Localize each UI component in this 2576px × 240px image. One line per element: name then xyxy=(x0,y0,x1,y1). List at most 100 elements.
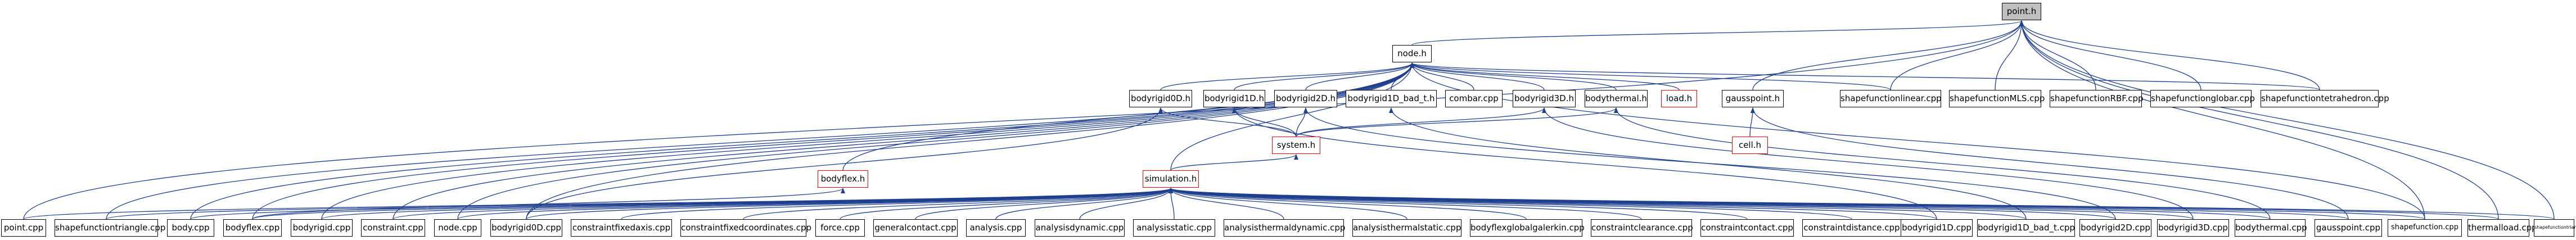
graph-node-bodyrigid3d-cpp[interactable]: bodyrigid3D.cpp xyxy=(2157,219,2229,237)
graph-node-bodyrigid2d-h[interactable]: bodyrigid2D.h xyxy=(1274,90,1337,107)
edge-sf_tetrahedron_cpp-to-root xyxy=(2019,20,2320,90)
graph-node-bodyrigid1d-bad-t-h[interactable]: bodyrigid1D_bad_t.h xyxy=(1346,90,1437,107)
graph-node-bodyrigid3d-h[interactable]: bodyrigid3D.h xyxy=(1513,90,1576,107)
edge-sf_linear_cpp-to-root xyxy=(1890,20,2024,90)
graph-node-cell-h[interactable]: cell.h xyxy=(1732,137,1768,154)
edge-simulation_h-to-system_h xyxy=(1170,154,1298,171)
graph-node-bodythermal-cpp[interactable]: bodythermal.cpp xyxy=(2235,219,2307,237)
graph-node-shapefunctionrbf-cpp[interactable]: shapefunctionRBF.cpp xyxy=(2050,90,2144,107)
edge-system_h-to-bodythermal_h xyxy=(1296,107,1618,137)
graph-node-constraintcontact-cpp[interactable]: constraintcontact.cpp xyxy=(1700,219,1794,237)
edge-bodyflex_cpp-to-node_h xyxy=(252,62,1414,220)
edge-bodythermal_cpp-to-simulation_h xyxy=(1169,188,2271,220)
graph-node-load-h[interactable]: load.h xyxy=(1661,90,1697,107)
graph-node-bodyrigid1d-h[interactable]: bodyrigid1D.h xyxy=(1203,90,1265,107)
graph-node-analysisthermaldynamic-cpp[interactable]: analysisthermaldynamic.cpp xyxy=(1224,219,1345,237)
graph-node-constraintdistance-cpp[interactable]: constraintdistance.cpp xyxy=(1802,219,1901,237)
graph-node-constraintfixedaxis-cpp[interactable]: constraintfixedaxis.cpp xyxy=(571,219,672,237)
edge-analysis_cpp-to-simulation_h xyxy=(995,188,1173,220)
edge-system_h-to-bodyrigid3D_h xyxy=(1296,107,1546,137)
graph-node-analysisstatic-cpp[interactable]: analysisstatic.cpp xyxy=(1133,219,1215,237)
edge-sf_constrianglecst_cpp-to-simulation_h xyxy=(1169,188,2555,220)
edge-bodyrigid1D_h-to-node_h xyxy=(1234,62,1414,90)
edge-analysisstatic_cpp-to-simulation_h xyxy=(1169,188,1175,220)
graph-node-generalcontact-cpp[interactable]: generalcontact.cpp xyxy=(873,219,958,237)
graph-node-shapefunctiontriangle-cpp[interactable]: shapefunctiontriangle.cpp xyxy=(55,219,165,237)
edge-constraint_cpp-to-simulation_h xyxy=(393,188,1173,220)
graph-node-analysisdynamic-cpp[interactable]: analysisdynamic.cpp xyxy=(1035,219,1125,237)
edge-generalcontact_cpp-to-simulation_h xyxy=(915,188,1173,220)
graph-node-node-cpp[interactable]: node.cpp xyxy=(434,219,481,237)
edge-bodyflex_cpp-to-simulation_h xyxy=(252,188,1173,220)
edge-bodythermal_h-to-node_h xyxy=(1410,62,1617,90)
graph-node-point-cpp[interactable]: point.cpp xyxy=(1,219,46,237)
graph-node-constraint-cpp[interactable]: constraint.cpp xyxy=(361,219,425,237)
edge-bodythermal_cpp-to-bodythermal_h xyxy=(1614,107,2271,220)
edge-sf_linear_cpp-to-node_h xyxy=(1410,62,1891,90)
edge-sf_globar_cpp-to-root xyxy=(2019,20,2201,90)
edge-thermalload_cpp-to-root xyxy=(2019,20,2499,220)
graph-node-bodyrigid1d-cpp[interactable]: bodyrigid1D.cpp xyxy=(1901,219,1973,237)
graph-node-shapefunctionlinear-cpp[interactable]: shapefunctionlinear.cpp xyxy=(1840,90,1942,107)
edge-bodyrigid1D_bad_t_cpp-to-simulation_h xyxy=(1169,188,2027,220)
edge-a_thermodyn_cpp-to-simulation_h xyxy=(1169,188,1284,220)
edge-simulation_h-to-node_h xyxy=(1170,62,1414,171)
graph-node-bodyrigid0d-h[interactable]: bodyrigid0D.h xyxy=(1129,90,1192,107)
graph-node-system-h[interactable]: system.h xyxy=(1272,137,1320,154)
edge-bodyrigid3D_cpp-to-bodyrigid3D_h xyxy=(1542,107,2194,220)
edge-c_clearance_cpp-to-simulation_h xyxy=(1169,188,1642,220)
edge-node_h-to-root xyxy=(1411,20,2024,46)
graph-node-bodyrigid0d-cpp[interactable]: bodyrigid0D.cpp xyxy=(490,219,562,237)
graph-node-gausspoint-cpp[interactable]: gausspoint.cpp xyxy=(2315,219,2382,237)
graph-node-constraintfixedcoordinates-cpp[interactable]: constraintfixedcoordinates.cpp xyxy=(680,219,811,237)
graph-node-shapefunctionglobar-cpp[interactable]: shapefunctionglobar.cpp xyxy=(2150,90,2255,107)
graph-node-force-cpp[interactable]: force.cpp xyxy=(815,219,865,237)
edge-bodyrigid0D_h-to-node_h xyxy=(1160,62,1414,90)
graph-node-node-h[interactable]: node.h xyxy=(1392,45,1432,62)
edge-bodyrigid0D_cpp-to-bodyrigid0D_h xyxy=(526,107,1163,220)
edge-cell_h-to-gausspoint_h xyxy=(1749,107,1755,137)
edge-c_fixedaxis_cpp-to-simulation_h xyxy=(621,188,1173,220)
graph-node-bodyrigid-cpp[interactable]: bodyrigid.cpp xyxy=(291,219,353,237)
edge-c_contact_cpp-to-simulation_h xyxy=(1169,188,1748,220)
edge-a_thermostat_cpp-to-simulation_h xyxy=(1169,188,1407,220)
edge-system_h-to-bodyrigid1D_h xyxy=(1232,107,1297,137)
graph-node-thermalload-cpp[interactable]: thermalload.cpp xyxy=(2467,219,2537,237)
edge-bodyrigid0D_cpp-to-simulation_h xyxy=(526,188,1173,220)
edge-shapefunction_cpp-to-simulation_h xyxy=(1169,188,2425,220)
edge-bodyflex_cpp-to-bodyflex_h xyxy=(252,188,845,220)
graph-node-bodyrigid1d-bad-t-cpp[interactable]: bodyrigid1D_bad_t.cpp xyxy=(1977,219,2075,237)
graph-node-bodyflexglobalgalerkin-cpp[interactable]: bodyflexglobalgalerkin.cpp xyxy=(1470,219,1585,237)
edge-c_distance_cpp-to-simulation_h xyxy=(1169,188,1852,220)
edge-bodyrigid2D_cpp-to-bodyrigid2D_h xyxy=(1303,107,2116,220)
graph-node-bodyflex-h[interactable]: bodyflex.h xyxy=(818,170,868,188)
edge-sf_tetrahedron_cpp-to-node_h xyxy=(1410,62,2320,90)
graph-node-analysisthermalstatic-cpp[interactable]: analysisthermalstatic.cpp xyxy=(1352,219,1461,237)
edge-bodyrigid3D_h-to-node_h xyxy=(1410,62,1545,90)
graph-node-bodyflex-cpp[interactable]: bodyflex.cpp xyxy=(223,219,282,237)
edge-sf_mls_cpp-to-root xyxy=(1995,20,2024,90)
graph-node-combar-cpp[interactable]: combar.cpp xyxy=(1445,90,1503,107)
graph-node-shapefunctiontrianglecst-cpp[interactable]: shapefunctiontrianglecst.cpp xyxy=(2534,219,2576,237)
edge-bodyrigid1D_cpp-to-bodyrigid1D_h xyxy=(1232,107,1937,220)
graph-node-bodyrigid2d-cpp[interactable]: bodyrigid2D.cpp xyxy=(2079,219,2151,237)
graph-node-constraintclearance-cpp[interactable]: constraintclearance.cpp xyxy=(1591,219,1693,237)
graph-node-shapefunctiontetrahedron-cpp[interactable]: shapefunctiontetrahedron.cpp xyxy=(2261,90,2389,107)
edge-bodyrigid2D_h-to-node_h xyxy=(1305,62,1414,90)
edge-system_h-to-bodyrigid0D_h xyxy=(1158,107,1297,137)
graph-node-shapefunction-cpp[interactable]: shapefunction.cpp xyxy=(2388,219,2462,237)
graph-node-simulation-h[interactable]: simulation.h xyxy=(1143,170,1199,188)
graph-node-shapefunctionmls-cpp[interactable]: shapefunctionMLS.cpp xyxy=(1949,90,2045,107)
edge-load_h-to-node_h xyxy=(1410,62,1680,90)
edge-analysisdynamic_cpp-to-simulation_h xyxy=(1079,188,1173,220)
graph-node-bodythermal-h[interactable]: bodythermal.h xyxy=(1585,90,1648,107)
edge-point_cpp-to-root xyxy=(23,20,2024,220)
graph-node-gausspoint-h[interactable]: gausspoint.h xyxy=(1722,90,1784,107)
dependency-edges xyxy=(23,20,2555,220)
edge-sf_constrianglecst_cpp-to-root xyxy=(2019,20,2555,220)
graph-node-analysis-cpp[interactable]: analysis.cpp xyxy=(966,219,1026,237)
edge-force_cpp-to-simulation_h xyxy=(840,188,1173,220)
graph-node-body-cpp[interactable]: body.cpp xyxy=(167,219,214,237)
edge-bodyrigid_cpp-to-node_h xyxy=(321,62,1414,220)
